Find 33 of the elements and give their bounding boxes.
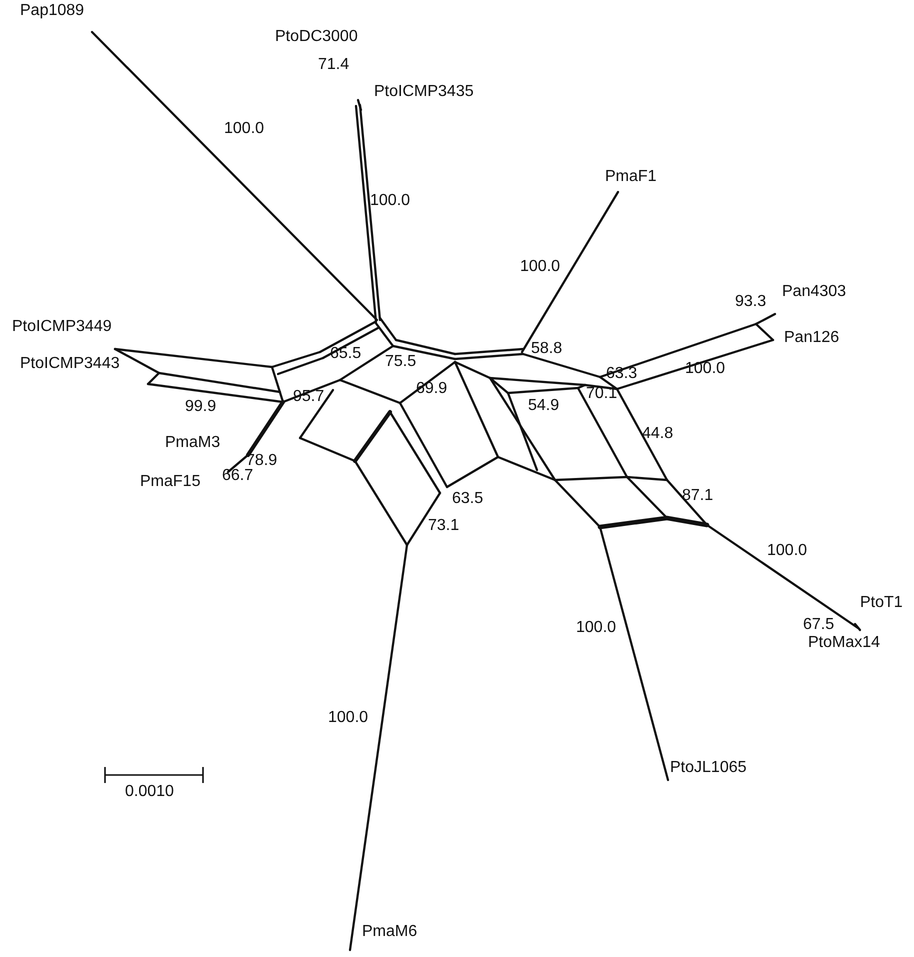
- support-value: 78.9: [246, 452, 278, 469]
- taxon-label: PmaM6: [362, 923, 418, 941]
- support-value: 100.0: [370, 192, 410, 210]
- support-value: 100.0: [767, 542, 808, 560]
- support-value: 71.4: [318, 56, 350, 74]
- support-value: 99.9: [185, 398, 216, 416]
- support-value: 44.8: [642, 425, 674, 443]
- support-value: 73.1: [428, 517, 460, 535]
- support-value: 100.0: [224, 120, 264, 138]
- taxon-label: PtoICMP3443: [20, 355, 120, 373]
- taxon-label: PmaF15: [140, 473, 200, 491]
- taxon-label: Pan4303: [782, 283, 846, 301]
- support-value: 67.5: [803, 616, 834, 634]
- support-value: 66.7: [222, 467, 254, 485]
- taxon-label: Pap1089: [20, 2, 84, 20]
- taxon-label: Pan126: [784, 329, 840, 347]
- taxon-label: PtoT1: [860, 594, 903, 612]
- taxon-label: PtoDC3000: [275, 28, 358, 46]
- support-value: 100.0: [576, 619, 616, 637]
- support-value: 100.0: [328, 709, 368, 727]
- support-value: 63.5: [452, 490, 484, 508]
- support-value: 54.9: [528, 397, 560, 415]
- support-value: 93.3: [735, 293, 766, 311]
- scale-bar-label: 0.0010: [125, 783, 174, 801]
- support-value: 100.0: [520, 258, 560, 276]
- taxon-label: PtoICMP3435: [374, 83, 474, 101]
- taxon-label: PtoICMP3449: [12, 318, 112, 336]
- taxon-label: PtoMax14: [808, 634, 880, 652]
- taxon-label: PmaF1: [605, 168, 657, 186]
- taxon-label: PmaM3: [165, 434, 220, 452]
- support-value: 75.5: [385, 353, 416, 371]
- taxon-label: PtoJL1065: [670, 759, 747, 777]
- support-value: 58.8: [531, 340, 562, 358]
